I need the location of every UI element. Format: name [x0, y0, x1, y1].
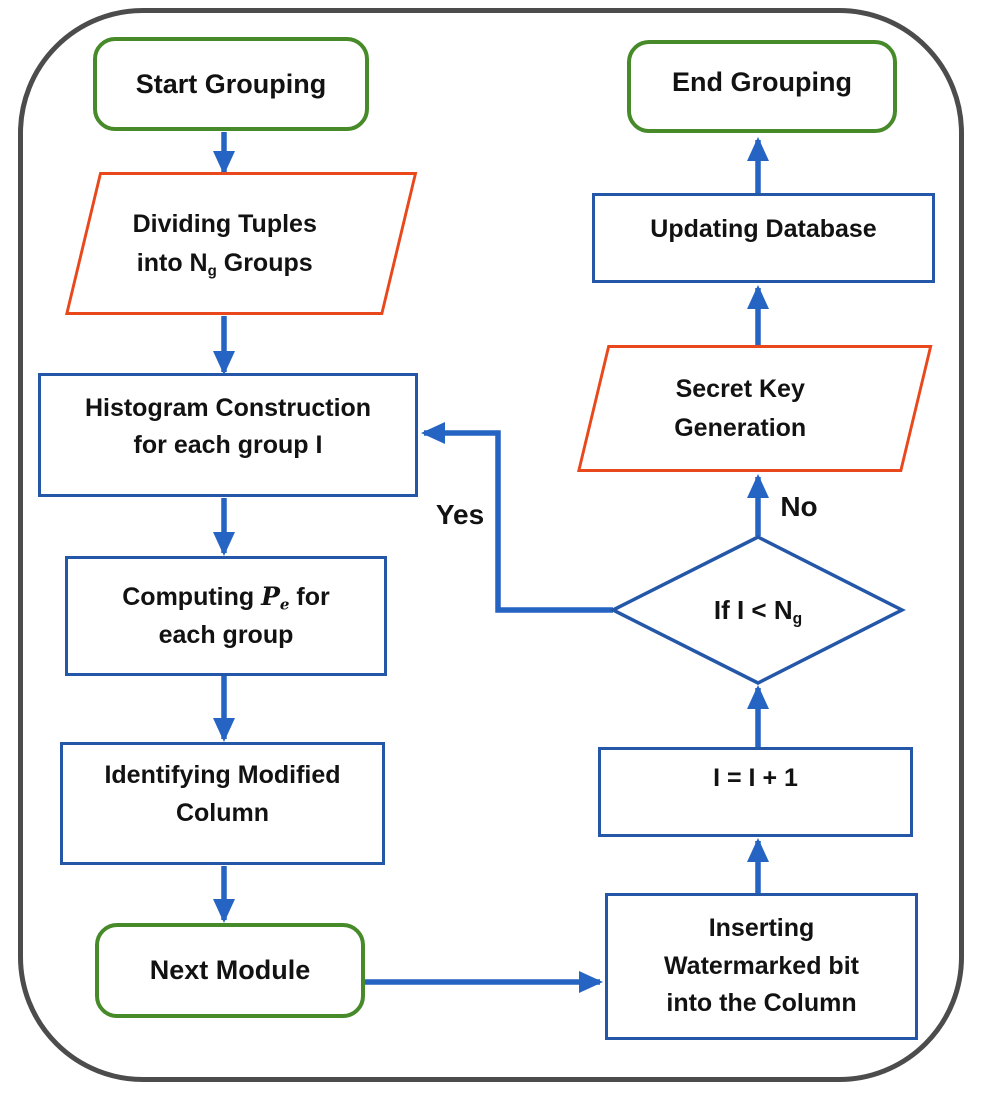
node-start-grouping: Start Grouping	[93, 37, 369, 131]
node-increment-label: I = I + 1	[713, 764, 798, 793]
node-next-module: Next Module	[95, 923, 365, 1018]
histogram-line1: Histogram Construction	[84, 393, 372, 422]
node-secret-key-text: Secret Key Generation	[581, 348, 900, 469]
computing-var-p: P	[261, 582, 280, 611]
edge-decision-yes-to-histogram	[421, 422, 613, 613]
node-next-module-label: Next Module	[149, 955, 311, 986]
computing-var-sub-e: e	[279, 595, 290, 614]
dividing-line2: into Ng Groups	[137, 244, 313, 283]
node-end-grouping: End Grouping	[627, 40, 897, 133]
histogram-line2: for each group I	[133, 431, 323, 459]
decision-pre: If I < N	[713, 594, 793, 625]
dividing-line2-sub: g	[207, 262, 217, 279]
node-dividing-tuples: Dividing Tuples into Ng Groups	[65, 172, 418, 315]
node-updating-database: Updating Database	[592, 193, 935, 283]
computing-line1: Computing Pe for	[122, 578, 330, 617]
inserting-line3: into the Column	[666, 989, 857, 1018]
decision-diamond-shape	[609, 535, 906, 685]
decision-sub: g	[792, 610, 803, 628]
identifying-line2: Column	[175, 798, 270, 827]
node-identifying-modified-column: Identifying Modified Column	[60, 742, 385, 865]
node-start-grouping-label: Start Grouping	[135, 68, 327, 99]
node-inserting-watermarked-bit: Inserting Watermarked bit into the Colum…	[605, 893, 918, 1040]
decision-label-text: If I < Ng	[714, 591, 802, 630]
node-secret-key-generation: Secret Key Generation	[577, 345, 933, 472]
node-histogram-construction: Histogram Construction for each group I	[38, 373, 418, 497]
node-decision-if-i-lt-ng: If I < Ng	[613, 537, 903, 683]
computing-line1-post: for	[289, 583, 330, 611]
node-end-grouping-label: End Grouping	[672, 67, 852, 98]
edge-label-yes: Yes	[435, 499, 485, 530]
secret-key-line2: Generation	[674, 413, 807, 442]
computing-line2: each group	[158, 620, 294, 649]
inserting-line1: Inserting	[708, 914, 815, 943]
node-computing-pe: Computing Pe for each group	[65, 556, 387, 676]
dividing-line2-post: Groups	[216, 248, 313, 277]
identifying-line1: Identifying Modified	[104, 761, 341, 789]
edge-label-no: No	[780, 491, 818, 522]
dividing-line1: Dividing Tuples	[132, 209, 317, 238]
dividing-line2-pre: into N	[136, 248, 208, 277]
node-increment-i: I = I + 1	[598, 747, 913, 837]
computing-line1-pre: Computing	[122, 583, 262, 611]
secret-key-line1: Secret Key	[675, 374, 805, 403]
inserting-line2: Watermarked bit	[664, 951, 859, 980]
outer-rounded-frame	[18, 8, 964, 1082]
node-updating-database-label: Updating Database	[650, 215, 877, 244]
node-dividing-tuples-text: Dividing Tuples into Ng Groups	[69, 175, 381, 312]
